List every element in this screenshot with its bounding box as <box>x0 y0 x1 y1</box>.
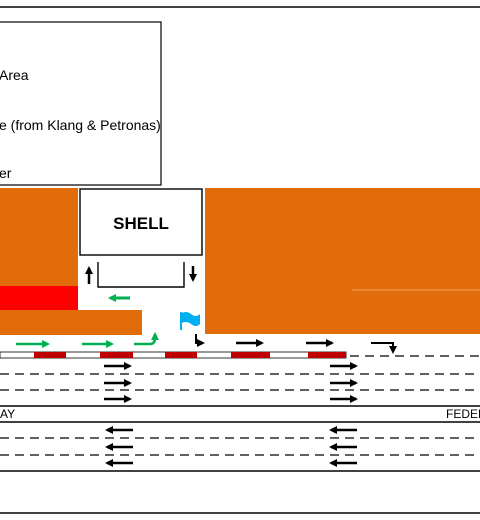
arrow-turn-down-icon <box>371 342 397 354</box>
orange-area-left <box>0 188 78 286</box>
green-arrow-turn-icon <box>134 332 159 346</box>
red-area-left <box>0 286 78 310</box>
barrier-segment <box>100 352 133 358</box>
shell-station-label: SHELL <box>113 214 169 233</box>
legend-item-route: e (from Klang & Petronas) <box>0 117 161 133</box>
flag-icon <box>180 312 200 326</box>
barrier-segment <box>34 352 66 358</box>
arrow-turn-right-icon <box>195 334 205 347</box>
legend-box <box>0 21 162 186</box>
legend-item-area: Area <box>0 67 29 83</box>
road-label-left: AY <box>0 407 15 421</box>
barrier-segment <box>231 352 270 358</box>
shell-station-box <box>79 188 203 256</box>
barrier-segment <box>308 352 346 358</box>
barrier-segment <box>165 352 197 358</box>
road-label-right: FEDER <box>446 407 480 421</box>
shell-bay-outline <box>97 262 185 288</box>
legend-item-other: er <box>0 165 12 181</box>
orange-strip-left <box>0 310 142 335</box>
orange-area-right <box>205 188 480 334</box>
